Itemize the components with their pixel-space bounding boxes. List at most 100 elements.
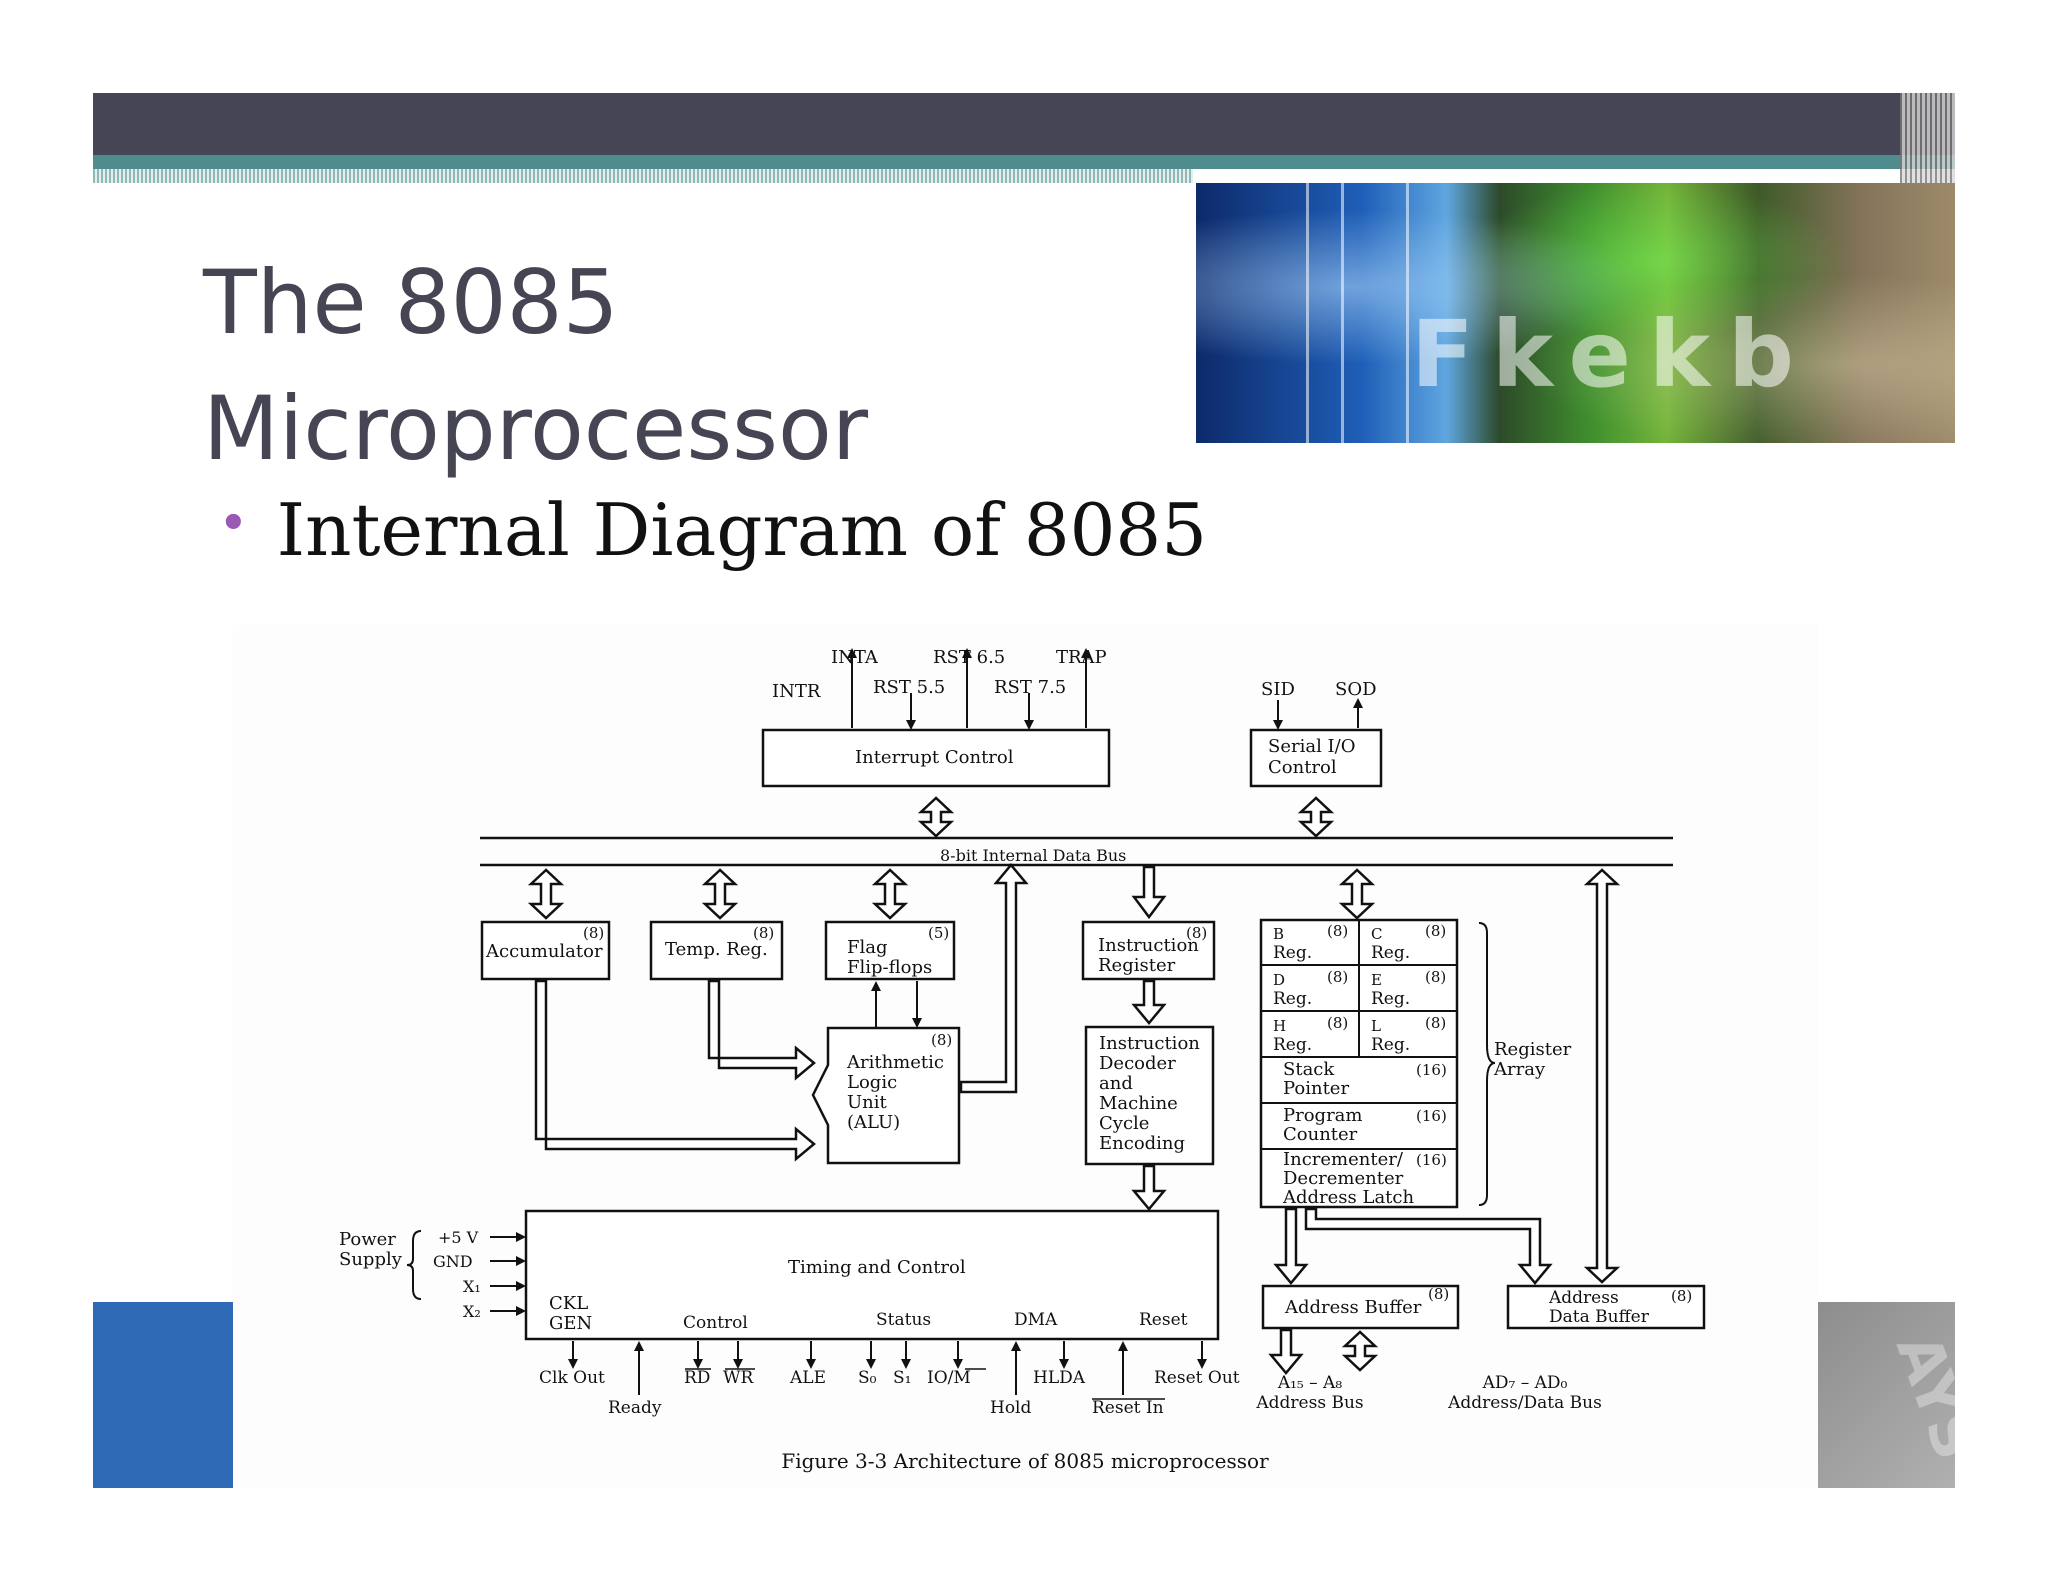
x2-label: X₂ (463, 1302, 481, 1321)
rd-label: RD (684, 1368, 710, 1388)
bullet-text: Internal Diagram of 8085 (276, 488, 1208, 572)
power-supply-brace (406, 1230, 422, 1300)
architecture-diagram: INTA RST 6.5 TRAP INTR RST 5.5 RST 7.5 S… (233, 625, 1818, 1488)
flag-label-1: Flag (847, 937, 888, 958)
label-sid: SID (1261, 679, 1295, 700)
alu-label-3: Unit (847, 1092, 888, 1113)
arrow-ir-to-decoder (1131, 979, 1167, 1025)
accumulator-label: Accumulator (485, 941, 603, 962)
photo-vertical-line (1341, 183, 1344, 443)
stack-pointer-bits: (16) (1416, 1061, 1447, 1079)
reg-h-bits: (8) (1327, 1014, 1348, 1032)
reg-e-name: E (1371, 971, 1382, 989)
data-buffer-label-1: Address (1548, 1288, 1619, 1308)
decoder-label-5: Cycle (1099, 1113, 1149, 1134)
timing-control-box (524, 1209, 1220, 1341)
corner-watermark: AYS (1882, 1325, 1992, 1469)
program-counter-bits: (16) (1416, 1107, 1447, 1125)
alu-box (811, 1026, 961, 1165)
program-counter-label-2: Counter (1283, 1124, 1358, 1145)
header-accent-bar (93, 155, 1955, 169)
stack-pointer-label-1: Stack (1283, 1059, 1335, 1080)
reg-h-sub: Reg. (1273, 1035, 1312, 1055)
serial-io-label-2: Control (1268, 757, 1337, 778)
reg-c-name: C (1371, 925, 1382, 943)
bus-arrow-temp-reg (701, 868, 739, 920)
bullet-item: •Internal Diagram of 8085 (218, 488, 1207, 572)
register-array-brace (1478, 922, 1496, 1206)
header-bar (93, 93, 1955, 155)
instruction-register-bits: (8) (1186, 924, 1207, 942)
register-array-label-2: Array (1493, 1059, 1546, 1080)
reset-label: Reset (1139, 1310, 1188, 1330)
reset-out-label: Reset Out (1154, 1368, 1240, 1388)
photo-vertical-line (1306, 183, 1309, 443)
arrow-address-bus-out (1268, 1328, 1304, 1375)
instruction-register-label-1: Instruction (1098, 935, 1199, 956)
ale-label: ALE (789, 1368, 826, 1388)
instruction-register-label-2: Register (1098, 955, 1176, 976)
decoder-label-6: Encoding (1099, 1133, 1185, 1154)
s1-label: S₁ (893, 1368, 911, 1388)
reg-c-bits: (8) (1425, 922, 1446, 940)
serial-io-box (1249, 728, 1383, 788)
circuit-board-photo: Fkekb (1196, 183, 1955, 443)
reg-d-bits: (8) (1327, 968, 1348, 986)
title-line-1: The 8085 (203, 251, 619, 354)
incrementer-label-3: Address Latch (1282, 1187, 1414, 1208)
reg-d-name: D (1273, 971, 1285, 989)
photo-vertical-line (1406, 183, 1409, 443)
plus5v-label: +5 V (438, 1228, 479, 1247)
hlda-label: HLDA (1033, 1368, 1086, 1388)
label-sod: SOD (1335, 679, 1377, 700)
accumulator-bits: (8) (583, 924, 604, 942)
arrow-decoder-to-timing (1131, 1164, 1167, 1211)
alu-label-4: (ALU) (847, 1112, 900, 1133)
label-trap: TRAP (1056, 647, 1107, 668)
address-buffer-label: Address Buffer (1284, 1297, 1422, 1318)
reg-e-bits: (8) (1425, 968, 1446, 986)
gen-label: GEN (549, 1313, 592, 1334)
temp-reg-box (649, 920, 784, 981)
bus-arrow-registers (1338, 868, 1376, 920)
arrow-temp-to-alu (707, 979, 816, 1081)
temp-reg-label: Temp. Reg. (665, 939, 768, 960)
clk-out-label: Clk Out (539, 1368, 605, 1388)
reg-b-bits: (8) (1327, 922, 1348, 940)
alu-label-2: Logic (847, 1072, 897, 1093)
power-label-1: Power (339, 1229, 396, 1250)
data-buffer-label-2: Data Buffer (1549, 1307, 1650, 1327)
dma-label: DMA (1014, 1310, 1058, 1330)
arrow-bus-to-ir (1131, 865, 1167, 920)
footer-blue-block (93, 1302, 233, 1488)
data-bus-label: 8-bit Internal Data Bus (940, 846, 1126, 865)
flag-label-2: Flip-flops (847, 957, 932, 978)
photo-glow (1196, 183, 1955, 443)
accumulator-box (480, 920, 611, 981)
address-buffer-box (1261, 1284, 1460, 1330)
title-line-2: Microprocessor (203, 377, 869, 480)
x1-label: X₁ (463, 1277, 481, 1296)
label-rst55: RST 5.5 (873, 677, 945, 698)
label-rst75: RST 7.5 (994, 677, 1066, 698)
data-bus-label-2: Address/Data Bus (1447, 1393, 1602, 1413)
serial-io-label-1: Serial I/O (1268, 736, 1356, 757)
reg-h-name: H (1273, 1017, 1286, 1035)
address-buffer-bits: (8) (1428, 1285, 1449, 1303)
stack-pointer-label-2: Pointer (1283, 1078, 1349, 1099)
footer-grey-block: AYS (1818, 1302, 1991, 1488)
data-buffer-bits: (8) (1671, 1287, 1692, 1305)
ready-label: Ready (608, 1398, 662, 1418)
interrupt-control-label: Interrupt Control (855, 747, 1014, 768)
s0-label: S₀ (858, 1368, 877, 1388)
flag-bits: (5) (928, 924, 949, 942)
bus-arrow-interrupt (917, 796, 955, 838)
decoder-label-2: Decoder (1099, 1053, 1176, 1074)
diagram-svg: INTA RST 6.5 TRAP INTR RST 5.5 RST 7.5 S… (339, 647, 1706, 1473)
decoder-label-4: Machine (1099, 1093, 1178, 1114)
decoder-box (1084, 1025, 1215, 1166)
address-bus-label-1: A₁₅ – A₈ (1277, 1373, 1342, 1393)
ckl-label: CKL (549, 1293, 588, 1314)
hold-label: Hold (990, 1398, 1031, 1418)
decoder-label-1: Instruction (1099, 1033, 1200, 1054)
